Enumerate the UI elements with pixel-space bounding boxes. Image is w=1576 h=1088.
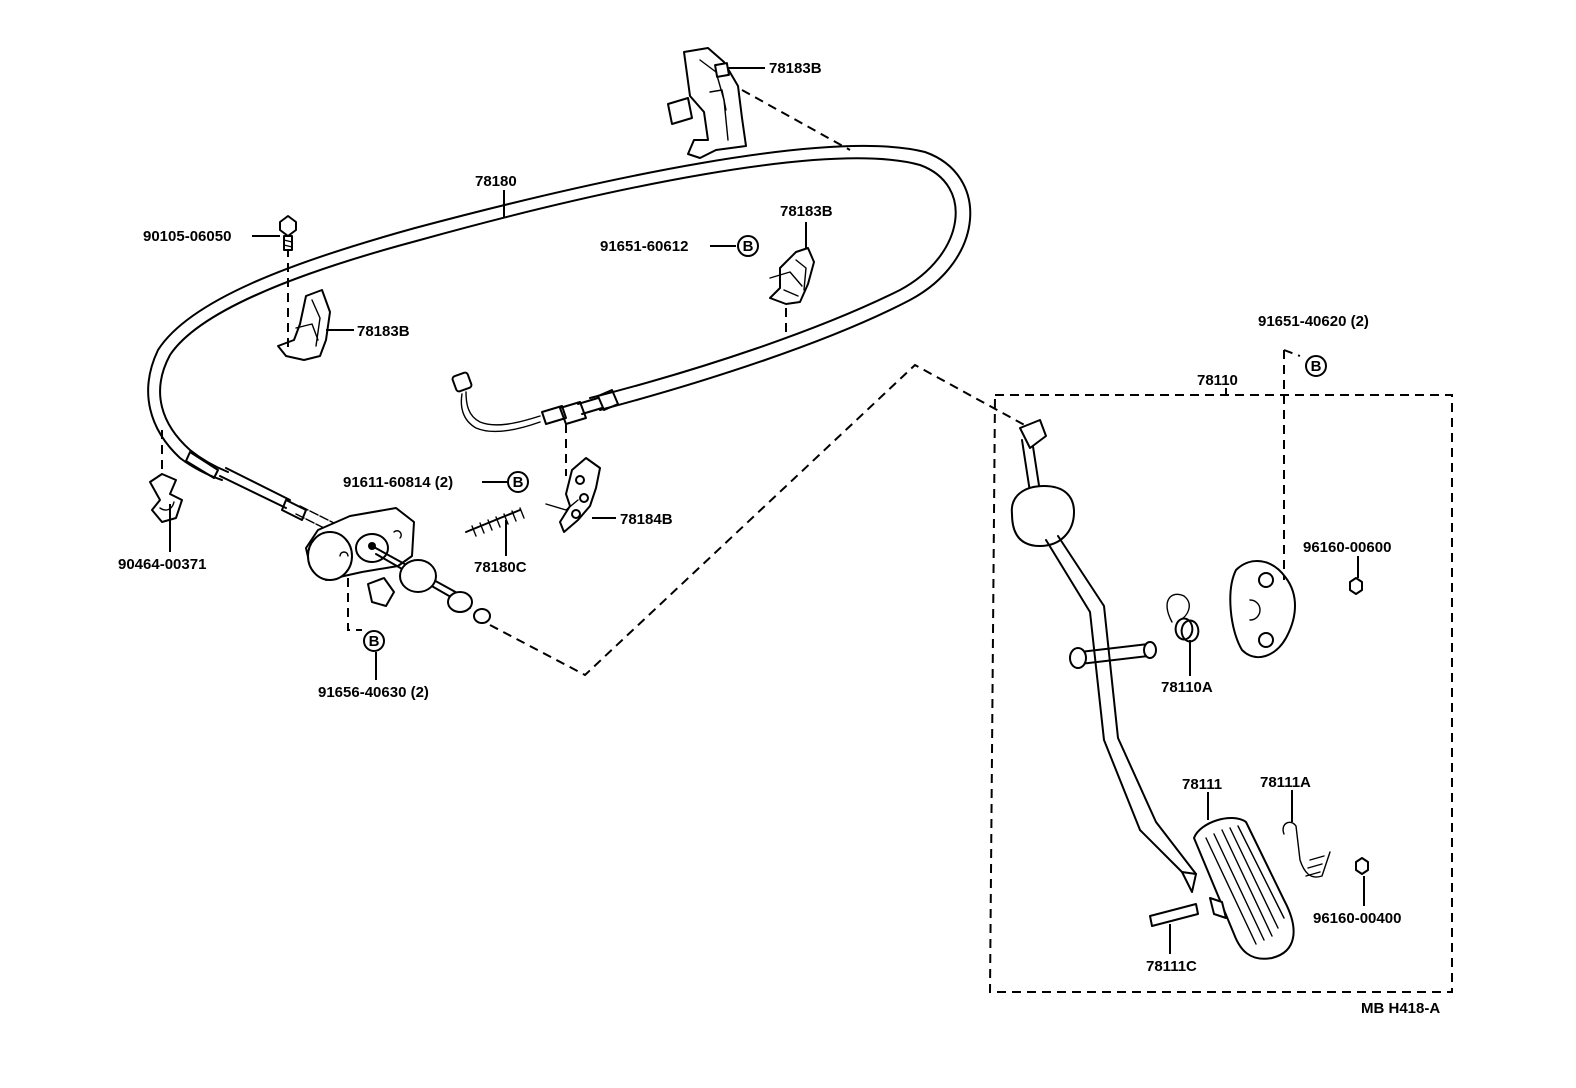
marker-b-91611-60814: B (507, 471, 529, 493)
label-96160-00600: 96160-00600 (1303, 539, 1391, 556)
pin-78111c (1149, 903, 1199, 927)
label-90464-00371: 90464-00371 (118, 556, 206, 573)
label-96160-00400: 96160-00400 (1313, 910, 1401, 927)
label-90105-06050: 90105-06050 (143, 228, 231, 245)
marker-b-91656-40630: B (363, 630, 385, 652)
label-91651-40620: 91651-40620 (2) (1258, 313, 1369, 330)
nut-96160-00400 (1355, 857, 1369, 875)
pedal-spring-78110a (1166, 593, 1200, 643)
accelerator-cable (147, 144, 972, 534)
cable-link-assembly (305, 507, 491, 624)
label-78111: 78111 (1182, 776, 1222, 793)
label-78110: 78110 (1197, 372, 1238, 389)
label-78183b-top: 78183B (769, 60, 822, 77)
pad-spring-78111a (1282, 821, 1331, 878)
label-91656-40630: 91656-40630 (2) (318, 684, 429, 701)
marker-b-91651-60612: B (737, 235, 759, 257)
pedal-pad-78111 (1193, 817, 1295, 960)
pedal-arm (1010, 419, 1197, 893)
bracket-78183b-mid (769, 247, 815, 305)
marker-b-text: B (1311, 358, 1322, 375)
bracket-78183b-left (277, 289, 331, 361)
label-78183b-left: 78183B (357, 323, 410, 340)
label-78180: 78180 (475, 173, 517, 190)
marker-b-text: B (743, 238, 754, 255)
label-78110a: 78110A (1161, 679, 1213, 696)
bracket-78183b-top (667, 47, 747, 159)
pedal-bracket-plate (1229, 559, 1296, 659)
throttle-link-78184b (545, 457, 601, 533)
label-78183b-mid: 78183B (780, 203, 833, 220)
figure-code: MB H418-A (1361, 1000, 1440, 1017)
leader-lines (169, 67, 1365, 954)
marker-b-text: B (513, 474, 524, 491)
marker-b-text: B (369, 633, 380, 650)
spring-78180c (465, 507, 525, 537)
label-78180c: 78180C (474, 559, 527, 576)
bolt-90105-06050 (279, 215, 297, 251)
marker-b-91651-40620: B (1305, 355, 1327, 377)
nut-96160-00600 (1349, 577, 1363, 595)
label-78111c: 78111C (1146, 958, 1197, 975)
label-78111a: 78111A (1260, 774, 1311, 791)
label-91651-60612: 91651-60612 (600, 238, 688, 255)
clamp-90464-00371 (149, 473, 183, 523)
label-78184b: 78184B (620, 511, 673, 528)
label-91611-60814: 91611-60814 (2) (343, 474, 453, 491)
